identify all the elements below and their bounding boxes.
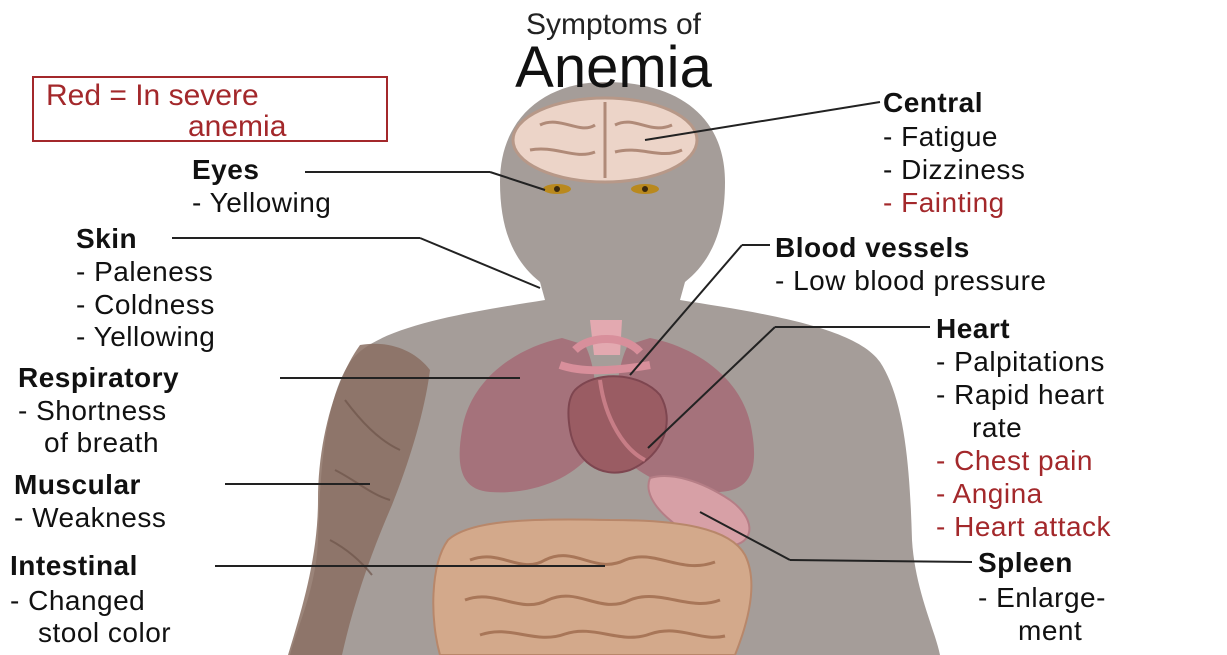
- muscular-item: - Weakness: [14, 501, 166, 534]
- intestinal-item: - Changed: [10, 584, 145, 617]
- skin-item: - Paleness: [76, 255, 213, 288]
- heart-item: - Rapid heart: [936, 378, 1104, 411]
- heart-item-severe: - Heart attack: [936, 510, 1111, 543]
- respiratory-item: - Shortness: [18, 394, 167, 427]
- central-item-severe: - Fainting: [883, 186, 1005, 219]
- skin-heading: Skin: [76, 222, 137, 255]
- intestinal-item: stool color: [38, 616, 171, 649]
- spleen-heading: Spleen: [978, 546, 1073, 579]
- central-heading: Central: [883, 86, 983, 119]
- heart-item: rate: [972, 411, 1022, 444]
- respiratory-item: of breath: [44, 426, 159, 459]
- heart-heading: Heart: [936, 312, 1010, 345]
- eyes-item: - Yellowing: [192, 186, 331, 219]
- heart-item-severe: - Angina: [936, 477, 1043, 510]
- heart-item: - Palpitations: [936, 345, 1105, 378]
- central-item: - Dizziness: [883, 153, 1025, 186]
- blood-vessels-item: - Low blood pressure: [775, 264, 1046, 297]
- eyes-heading: Eyes: [192, 153, 259, 186]
- blood-vessels-heading: Blood vessels: [775, 231, 970, 264]
- skin-item: - Yellowing: [76, 320, 215, 353]
- central-item: - Fatigue: [883, 120, 998, 153]
- spleen-item: ment: [1018, 614, 1082, 647]
- skin-item: - Coldness: [76, 288, 215, 321]
- legend-line2: anemia: [188, 111, 286, 143]
- respiratory-heading: Respiratory: [18, 361, 179, 394]
- muscular-heading: Muscular: [14, 468, 141, 501]
- severity-legend: Red = In severe anemia: [32, 76, 388, 142]
- intestinal-heading: Intestinal: [10, 549, 138, 582]
- legend-line1: Red = In severe: [46, 80, 259, 112]
- heart-item-severe: - Chest pain: [936, 444, 1093, 477]
- spleen-item: - Enlarge-: [978, 581, 1106, 614]
